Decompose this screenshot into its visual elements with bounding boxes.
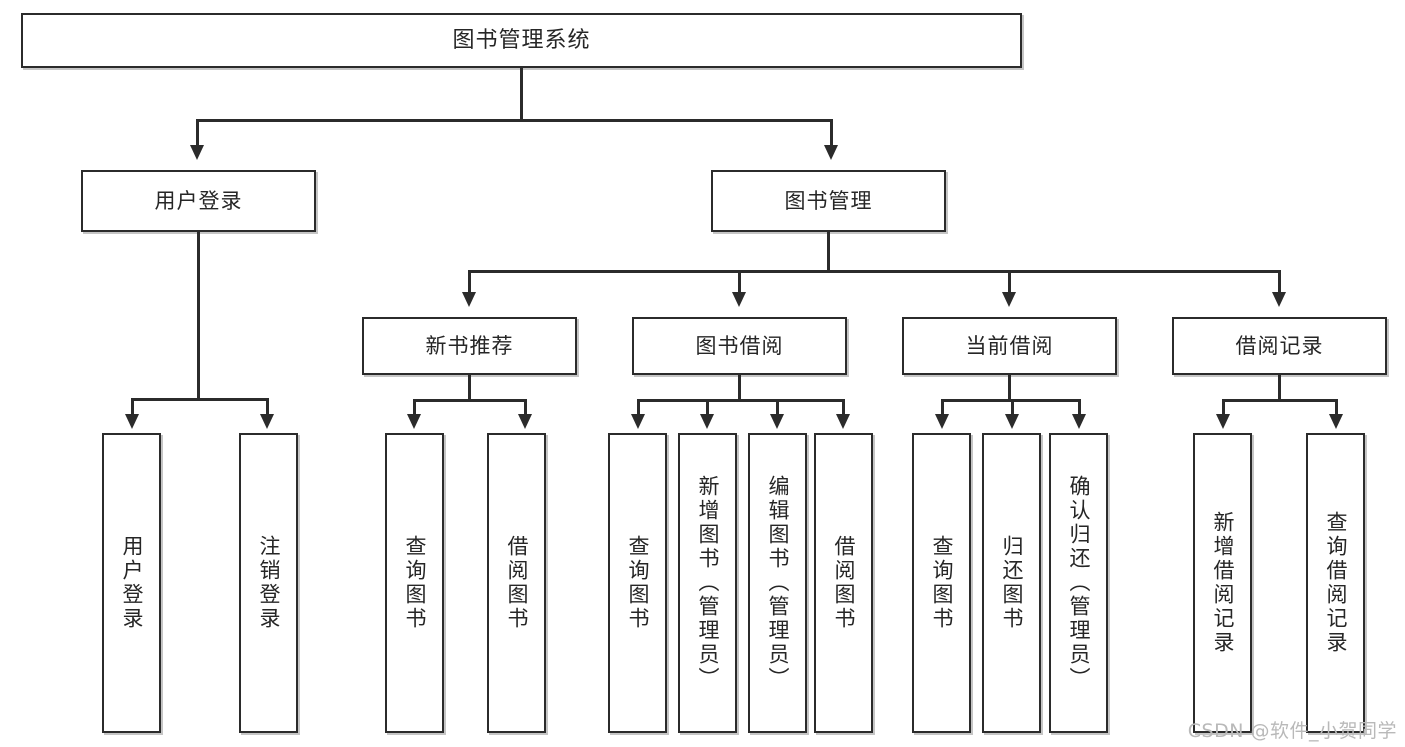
- connector-book-mgmt-bus: [468, 270, 1280, 273]
- connector-current-stem: [1008, 375, 1011, 401]
- connector-current-bus: [941, 399, 1080, 402]
- arrow-book-mgmt-to-new-book: [462, 292, 476, 307]
- node-book-borrow[interactable]: 图书借阅: [632, 317, 847, 375]
- arrow-root-to-book-mgmt: [824, 145, 838, 160]
- node-label: 归还图书: [1000, 535, 1024, 631]
- arrow-current-leaf-2: [1005, 414, 1019, 429]
- connector-current-drop-3: [1078, 399, 1081, 419]
- connector-current-drop-2: [1011, 399, 1014, 419]
- node-label: 查询图书: [626, 535, 650, 631]
- node-label: 借阅图书: [505, 535, 529, 631]
- connector-new-book-bus: [413, 399, 526, 402]
- connector-book-mgmt-drop-1: [468, 270, 471, 296]
- node-label: 图书管理: [784, 188, 873, 213]
- connector-current-drop-1: [941, 399, 944, 419]
- connector-new-book-drop-2: [524, 399, 527, 419]
- connector-book-mgmt-drop-4: [1278, 270, 1281, 296]
- node-borrow-records[interactable]: 借阅记录: [1172, 317, 1387, 375]
- node-label: 注销登录: [257, 535, 281, 631]
- connector-borrow-drop-2: [706, 399, 709, 419]
- connector-user-login-drop-1: [131, 398, 134, 419]
- arrow-user-login-leaf-2: [260, 414, 274, 429]
- node-label: 查询借阅记录: [1324, 511, 1348, 655]
- arrow-borrow-leaf-1: [631, 414, 645, 429]
- arrow-current-leaf-3: [1072, 414, 1086, 429]
- arrow-root-to-user-login: [190, 145, 204, 160]
- connector-user-login-drop-2: [266, 398, 269, 419]
- node-label: 借阅图书: [832, 535, 856, 631]
- node-label: 用户登录: [154, 188, 243, 213]
- connector-records-stem: [1278, 375, 1281, 401]
- node-label: 新增图书（管理员）: [696, 475, 720, 691]
- leaf-query-book-new[interactable]: 查询图书: [385, 433, 444, 733]
- leaf-query-book-borrow[interactable]: 查询图书: [608, 433, 667, 733]
- arrow-current-leaf-1: [935, 414, 949, 429]
- node-label: 新增借阅记录: [1211, 511, 1235, 655]
- connector-borrow-stem: [738, 375, 741, 401]
- node-label: 借阅记录: [1235, 333, 1324, 358]
- arrow-user-login-leaf-1: [125, 414, 139, 429]
- node-root-system[interactable]: 图书管理系统: [21, 13, 1022, 68]
- node-label: 新书推荐: [425, 333, 514, 358]
- connector-user-login-stem: [197, 232, 200, 400]
- leaf-add-borrow-record[interactable]: 新增借阅记录: [1193, 433, 1252, 733]
- node-label: 用户登录: [120, 535, 144, 631]
- arrow-borrow-leaf-4: [836, 414, 850, 429]
- arrow-new-book-leaf-2: [518, 414, 532, 429]
- connector-book-mgmt-stem: [827, 232, 830, 272]
- node-label: 查询图书: [403, 535, 427, 631]
- arrow-borrow-leaf-2: [700, 414, 714, 429]
- leaf-borrow-book[interactable]: 借阅图书: [814, 433, 873, 733]
- node-user-login[interactable]: 用户登录: [81, 170, 316, 232]
- leaf-user-login[interactable]: 用户登录: [102, 433, 161, 733]
- connector-root-bus: [196, 119, 833, 122]
- arrow-records-leaf-1: [1216, 414, 1230, 429]
- node-label: 当前借阅: [965, 333, 1054, 358]
- arrow-new-book-leaf-1: [407, 414, 421, 429]
- arrow-book-mgmt-to-current: [1002, 292, 1016, 307]
- node-label: 图书管理系统: [452, 27, 591, 53]
- connector-root-to-book-mgmt: [830, 119, 833, 149]
- connector-records-bus: [1222, 399, 1337, 402]
- connector-user-login-bus: [131, 398, 266, 401]
- leaf-return-book[interactable]: 归还图书: [982, 433, 1041, 733]
- node-current-borrow[interactable]: 当前借阅: [902, 317, 1117, 375]
- node-label: 查询图书: [930, 535, 954, 631]
- node-book-management[interactable]: 图书管理: [711, 170, 946, 232]
- leaf-borrow-book-new[interactable]: 借阅图书: [487, 433, 546, 733]
- connector-records-drop-2: [1335, 399, 1338, 419]
- node-label: 确认归还（管理员）: [1067, 475, 1091, 691]
- node-new-book-recommend[interactable]: 新书推荐: [362, 317, 577, 375]
- leaf-edit-book-admin[interactable]: 编辑图书（管理员）: [748, 433, 807, 733]
- connector-borrow-drop-4: [842, 399, 845, 419]
- leaf-logout[interactable]: 注销登录: [239, 433, 298, 733]
- connector-borrow-drop-3: [776, 399, 779, 419]
- leaf-confirm-return-admin[interactable]: 确认归还（管理员）: [1049, 433, 1108, 733]
- connector-new-book-drop-1: [413, 399, 416, 419]
- leaf-add-book-admin[interactable]: 新增图书（管理员）: [678, 433, 737, 733]
- node-label: 编辑图书（管理员）: [766, 475, 790, 691]
- arrow-records-leaf-2: [1329, 414, 1343, 429]
- connector-root-to-user-login: [196, 119, 199, 149]
- connector-root-stem: [520, 68, 523, 119]
- node-label: 图书借阅: [695, 333, 784, 358]
- arrow-borrow-leaf-3: [770, 414, 784, 429]
- connector-borrow-bus: [637, 399, 844, 402]
- arrow-book-mgmt-to-records: [1272, 292, 1286, 307]
- leaf-query-borrow-record[interactable]: 查询借阅记录: [1306, 433, 1365, 733]
- connector-book-mgmt-drop-3: [1008, 270, 1011, 296]
- arrow-book-mgmt-to-borrow: [732, 292, 746, 307]
- connector-book-mgmt-drop-2: [738, 270, 741, 296]
- connector-borrow-drop-1: [637, 399, 640, 419]
- connector-records-drop-1: [1222, 399, 1225, 419]
- connector-new-book-stem: [468, 375, 471, 401]
- leaf-query-book-current[interactable]: 查询图书: [912, 433, 971, 733]
